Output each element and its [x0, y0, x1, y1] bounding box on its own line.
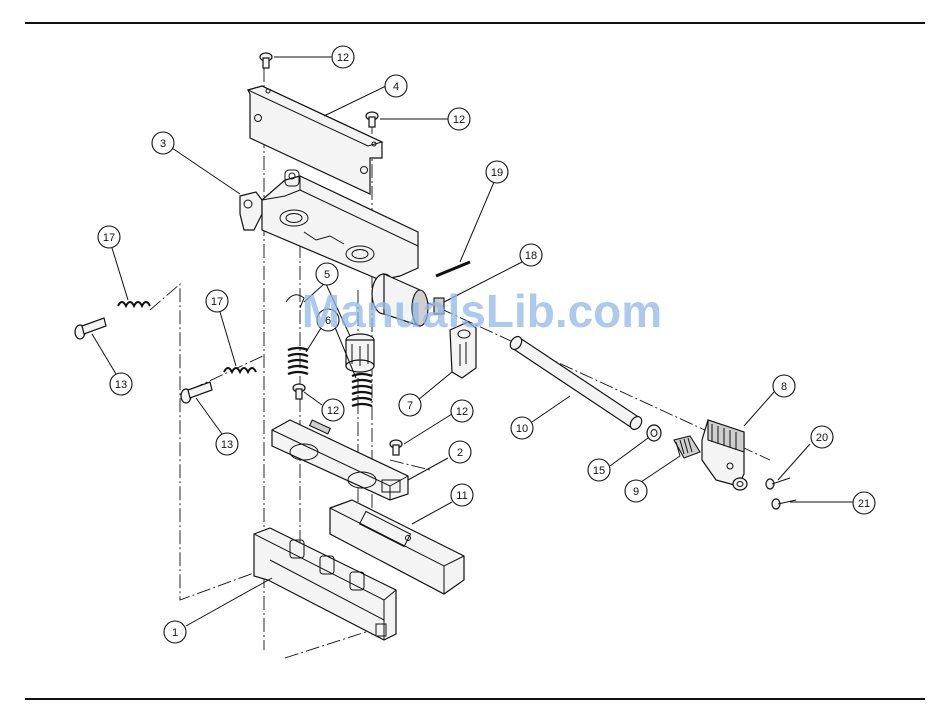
callout-label: 17: [211, 296, 223, 308]
callout-label: 12: [456, 406, 468, 418]
part-bushing: [346, 334, 374, 372]
callout-4: 4: [385, 75, 407, 97]
part-spring-17-upper: [118, 302, 150, 306]
part-screw-13-right: [181, 382, 212, 403]
callout-label: 8: [781, 381, 787, 393]
callout-label: 12: [453, 114, 465, 126]
part-pin: [436, 262, 470, 276]
callout-label: 20: [816, 432, 828, 444]
callout-label: 1: [172, 627, 178, 639]
callout-15: 15: [588, 459, 610, 481]
callout-12-mid-left: 12: [322, 399, 344, 421]
callout-8: 8: [773, 375, 795, 397]
part-screw-21: [772, 499, 796, 509]
part-spring-17-lower: [224, 368, 256, 372]
part-washer: [647, 425, 661, 441]
callout-label: 18: [525, 250, 537, 262]
part-knob-block: [702, 420, 747, 490]
callout-21: 21: [853, 492, 875, 514]
callout-17-right: 17: [206, 290, 228, 312]
callout-label: 4: [393, 81, 399, 93]
callout-17-left: 17: [98, 226, 120, 248]
callout-13-right: 13: [216, 433, 238, 455]
callout-20: 20: [811, 426, 833, 448]
part-long-shaft: [508, 334, 644, 431]
callout-11: 11: [451, 484, 473, 506]
callout-label: 3: [160, 138, 166, 150]
callout-label: 12: [337, 52, 349, 64]
part-spring-right: [352, 374, 372, 406]
part-screw-mid-right: [390, 440, 402, 455]
callout-12-top-right: 12: [448, 108, 470, 130]
callout-5: 5: [316, 263, 338, 285]
callout-7: 7: [399, 394, 421, 416]
callout-3: 3: [152, 132, 174, 154]
callout-10: 10: [511, 417, 533, 439]
callout-13-left: 13: [110, 373, 132, 395]
callout-18: 18: [520, 244, 542, 266]
part-top-bracket: [248, 86, 382, 194]
callout-label: 12: [327, 405, 339, 417]
part-clamp-lever: [240, 192, 262, 230]
part-screw-top-right: [366, 112, 378, 127]
part-screw-mid-left: [293, 384, 305, 399]
part-upper-carriage: [262, 170, 418, 280]
watermark: ManualsLib.com: [302, 285, 662, 337]
part-spring-left: [288, 348, 308, 374]
callout-label: 7: [407, 400, 413, 412]
callout-label: 11: [456, 490, 467, 502]
callout-label: 9: [633, 486, 639, 498]
callout-label: 17: [103, 232, 115, 244]
callout-2: 2: [449, 441, 471, 463]
part-lower-carriage: [272, 420, 408, 500]
part-gear: [674, 436, 700, 458]
callout-label: 2: [457, 447, 463, 459]
callout-label: 13: [221, 439, 233, 451]
callout-label: 10: [516, 423, 528, 435]
callout-19: 19: [486, 161, 508, 183]
callout-12-top-left: 12: [332, 46, 354, 68]
callout-12-mid-right: 12: [451, 400, 473, 422]
callout-label: 13: [115, 379, 127, 391]
callout-9: 9: [625, 480, 647, 502]
callout-label: 19: [491, 167, 503, 179]
part-screw-top-left: [260, 53, 272, 68]
callout-label: 15: [593, 465, 605, 477]
callout-label: 21: [858, 498, 870, 510]
callout-1: 1: [164, 621, 186, 643]
callout-label: 5: [324, 269, 330, 281]
part-screw-13-left: [75, 318, 106, 339]
